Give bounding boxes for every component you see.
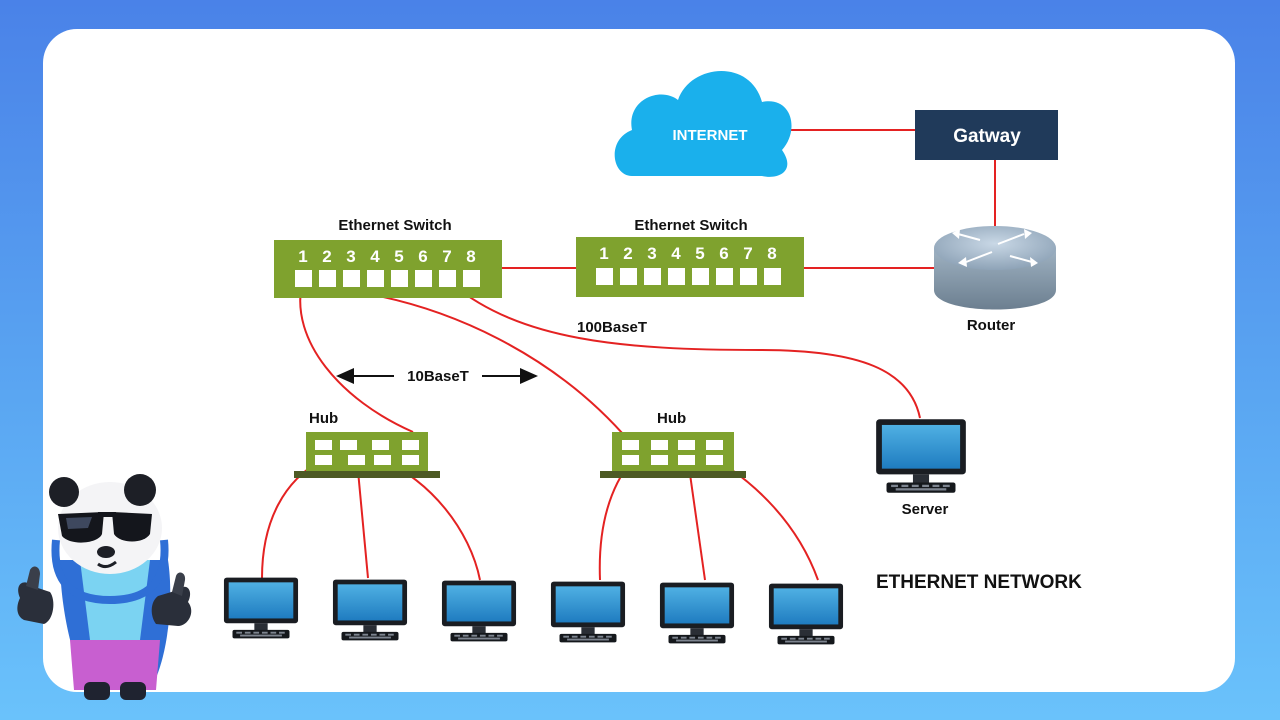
speed-10baset-label: 10BaseT [407, 368, 469, 385]
gateway-box: Gatway [915, 110, 1058, 160]
ethernet-switch-1: 1 2 3 4 5 6 7 8 [274, 240, 502, 298]
switch1-port [343, 270, 360, 287]
switch1-port-number: 7 [442, 247, 451, 266]
switch1-port-number: 3 [346, 247, 355, 266]
switch2-port [740, 268, 757, 285]
hub2-label: Hub [657, 410, 686, 427]
switch1-port-number: 4 [370, 247, 380, 266]
switch1-port [367, 270, 384, 287]
switch2-port-number: 3 [647, 244, 656, 263]
ethernet-switch-2: 1 2 3 4 5 6 7 8 [576, 237, 804, 297]
switch1-port [439, 270, 456, 287]
switch1-port-number: 5 [394, 247, 403, 266]
switch2-port [764, 268, 781, 285]
switch2-port [692, 268, 709, 285]
switch2-port-number: 2 [623, 244, 632, 263]
cable-hub1-pc2 [356, 459, 369, 579]
cloud-icon: INTERNET [614, 70, 792, 177]
computer-monitor-icon [332, 579, 408, 641]
cable-switch1-server [451, 283, 921, 419]
hub1-label: Hub [309, 410, 338, 427]
switch2-port [596, 268, 613, 285]
gateway-label: Gatway [953, 126, 1021, 147]
diagram-title: ETHERNET NETWORK [876, 572, 1082, 593]
computer-monitor-icon [659, 582, 735, 644]
switch2-port [620, 268, 637, 285]
switch1-port-number: 1 [298, 247, 307, 266]
switch1-port [463, 270, 480, 287]
switch1-port [295, 270, 312, 287]
speed-100baset-label: 100BaseT [577, 319, 647, 336]
switch1-port-number: 6 [418, 247, 427, 266]
computer-monitor-icon [441, 580, 517, 642]
switch2-port-number: 4 [671, 244, 681, 263]
computer-monitor-icon [550, 581, 626, 643]
server-label: Server [902, 501, 949, 518]
switch1-title: Ethernet Switch [338, 217, 451, 234]
switch2-port [716, 268, 733, 285]
computer-monitor-icon [768, 583, 844, 645]
switch2-port-number: 8 [767, 244, 776, 263]
hub-2 [600, 432, 746, 478]
switch2-port-number: 5 [695, 244, 704, 263]
switch1-port-number: 8 [466, 247, 475, 266]
router-label: Router [967, 317, 1015, 334]
cable-switch1-hub1 [299, 283, 414, 433]
switch2-port-number: 1 [599, 244, 608, 263]
internet-label: INTERNET [673, 127, 748, 144]
switch2-port-number: 6 [719, 244, 728, 263]
cables [261, 129, 996, 581]
switch1-port [391, 270, 408, 287]
switch2-title: Ethernet Switch [634, 217, 747, 234]
router-icon [934, 226, 1056, 310]
cable-hub2-pc5 [687, 459, 706, 581]
switch1-port [319, 270, 336, 287]
switch2-port-number: 7 [743, 244, 752, 263]
computer-monitor-icon [223, 577, 299, 639]
switch2-port [644, 268, 661, 285]
switch1-port-number: 2 [322, 247, 331, 266]
panda-mascot [17, 474, 192, 700]
hub-1 [294, 432, 440, 478]
server-monitor-icon [876, 419, 966, 493]
cable-switch1-hub2 [325, 287, 631, 443]
switch2-port [668, 268, 685, 285]
switch1-port [415, 270, 432, 287]
